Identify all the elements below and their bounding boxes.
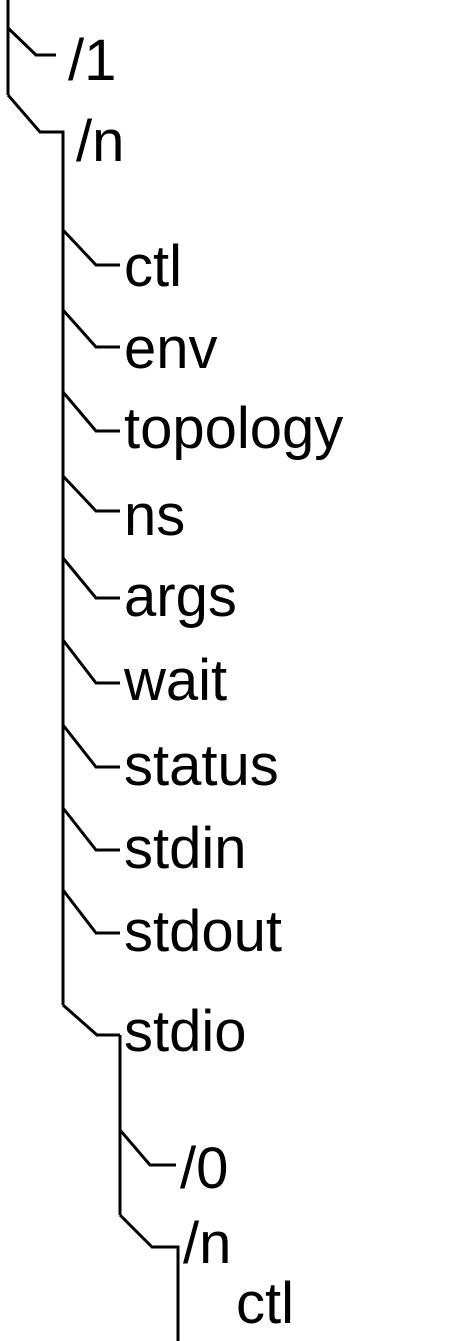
- branch-line-ns: [61, 474, 120, 513]
- branch-line-stdio-0: [118, 1129, 176, 1167]
- tree-node-root-n[interactable]: /n: [76, 109, 125, 174]
- branch-line-ctl: [61, 228, 120, 267]
- branch-line-status: [61, 724, 120, 769]
- tree-node-status[interactable]: status: [124, 733, 279, 798]
- branch-line-topology: [61, 391, 120, 433]
- branch-line-root-1: [6, 26, 56, 57]
- tree-node-stdio-n[interactable]: /n: [183, 1211, 232, 1276]
- branch-line-args: [61, 557, 120, 600]
- tree-node-stdio[interactable]: stdio: [124, 999, 247, 1064]
- tree-node-env[interactable]: env: [124, 316, 218, 381]
- branch-line-wait: [61, 639, 120, 685]
- branch-line-root-n: [6, 94, 65, 160]
- tree-node-root-1[interactable]: /1: [68, 28, 117, 93]
- tree-node-stdin[interactable]: stdin: [124, 816, 247, 881]
- tree-node-ns[interactable]: ns: [124, 483, 186, 548]
- tree-node-stdio-n-ctl[interactable]: ctl: [236, 1271, 294, 1336]
- branch-line-env: [61, 309, 120, 349]
- tree-node-wait[interactable]: wait: [124, 648, 228, 713]
- branch-line-stdio-n: [118, 1213, 180, 1341]
- tree-node-topology[interactable]: topology: [124, 396, 344, 461]
- branch-line-stdin: [61, 807, 120, 852]
- tree-node-ctl[interactable]: ctl: [124, 234, 182, 299]
- branch-line-stdout: [61, 889, 120, 935]
- tree-node-stdio-0[interactable]: /0: [180, 1136, 229, 1201]
- tree-node-args[interactable]: args: [124, 564, 237, 629]
- tree-node-stdout[interactable]: stdout: [124, 899, 282, 964]
- branch-line-stdio: [62, 1003, 120, 1037]
